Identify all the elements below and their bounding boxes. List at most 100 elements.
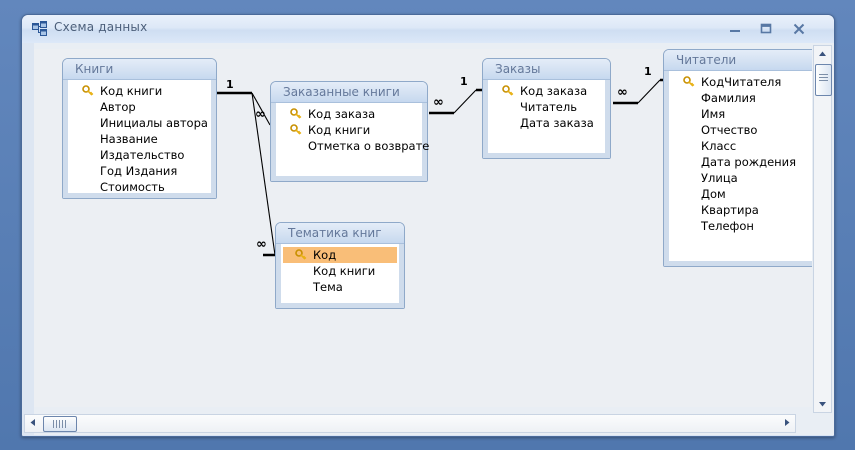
vertical-scroll-thumb[interactable]	[815, 64, 832, 96]
field-label: Издательство	[100, 148, 185, 162]
field-label: Код заказа	[308, 107, 376, 121]
field-row[interactable]: КодЧитателя	[671, 74, 811, 90]
primary-key-icon	[290, 124, 302, 136]
horizontal-scrollbar[interactable]	[24, 414, 796, 433]
canvas-left-strip	[22, 43, 34, 435]
primary-key-icon	[290, 108, 302, 120]
field-row[interactable]: Автор	[70, 99, 209, 115]
table-title-chitateli[interactable]: Читатели	[664, 50, 812, 71]
field-row[interactable]: Читатель	[490, 99, 603, 115]
horizontal-scroll-thumb[interactable]	[43, 416, 77, 432]
field-label: Автор	[100, 100, 136, 114]
field-label: Отметка о возврате	[308, 139, 430, 153]
table-title-tematika-knig[interactable]: Тематика книг	[276, 223, 404, 244]
field-label: Код книги	[313, 264, 376, 278]
field-row[interactable]: Улица	[671, 170, 811, 186]
field-row[interactable]: Год Издания	[70, 163, 209, 179]
close-button[interactable]	[786, 18, 812, 38]
field-row[interactable]: Отчество	[671, 122, 811, 138]
field-label: Название	[100, 132, 158, 146]
field-label: Имя	[701, 107, 726, 121]
field-label: Код книги	[308, 123, 371, 137]
table-box-chitateli[interactable]: Читатели КодЧитателя Фамилия Имя Отчеств…	[663, 49, 812, 267]
scroll-thumb-grip	[53, 420, 66, 428]
field-label: Код книги	[100, 84, 163, 98]
field-label: Инициалы автора	[100, 116, 208, 130]
cardinality-many-zakazannye: ∞	[255, 107, 266, 122]
field-row[interactable]: Код книги	[278, 122, 420, 138]
field-row[interactable]: Дата рождения	[671, 154, 811, 170]
window-title: Схема данных	[54, 20, 148, 34]
field-row[interactable]: Класс	[671, 138, 811, 154]
table-box-zakazannye-knigi[interactable]: Заказанные книги Код заказа	[270, 81, 429, 182]
cardinality-one-chitateli: 1	[644, 65, 652, 78]
table-fields-zakazannye-knigi: Код заказа Код книги Отметка о возврате	[271, 103, 429, 181]
scroll-up-button[interactable]	[814, 46, 831, 63]
cardinality-one-knigi: 1	[226, 78, 234, 91]
table-title-zakazy[interactable]: Заказы	[483, 59, 610, 80]
relationships-window: Схема данных	[21, 14, 835, 437]
field-label: Отчество	[701, 123, 758, 137]
scroll-down-button[interactable]	[814, 395, 831, 412]
field-row[interactable]: Стоимость	[70, 179, 209, 195]
field-row[interactable]: Название	[70, 131, 209, 147]
field-label: Квартира	[701, 203, 759, 217]
field-row[interactable]: Квартира	[671, 202, 811, 218]
scroll-left-button[interactable]	[25, 415, 42, 432]
field-label: Дом	[701, 187, 726, 201]
primary-key-icon	[502, 85, 514, 97]
window-title-bar[interactable]: Схема данных	[22, 15, 834, 44]
table-box-zakazy[interactable]: Заказы Код заказа Читатель Дата заказа	[482, 58, 611, 159]
field-row[interactable]: Телефон	[671, 218, 811, 234]
minimize-button[interactable]	[722, 18, 748, 38]
field-label: Тема	[313, 280, 343, 294]
primary-key-icon	[82, 85, 94, 97]
cardinality-many-zakazannye-2: ∞	[433, 95, 444, 110]
field-row[interactable]: Дом	[671, 186, 811, 202]
field-row[interactable]: Инициалы автора	[70, 115, 209, 131]
field-row[interactable]: Издательство	[70, 147, 209, 163]
field-label: Читатель	[520, 100, 578, 114]
scroll-thumb-grip	[819, 74, 828, 83]
field-row[interactable]: Имя	[671, 106, 811, 122]
field-label: Код заказа	[520, 84, 588, 98]
table-box-tematika-knig[interactable]: Тематика книг Код Код книги Тема	[275, 222, 405, 309]
scroll-right-button[interactable]	[778, 415, 795, 432]
field-label: Дата рождения	[701, 155, 797, 169]
table-title-zakazannye-knigi[interactable]: Заказанные книги	[271, 82, 427, 103]
field-row[interactable]: Отметка о возврате	[278, 138, 429, 154]
maximize-button[interactable]	[753, 18, 779, 38]
field-row[interactable]: Код заказа	[490, 83, 603, 99]
field-row[interactable]: Код книги	[70, 83, 209, 99]
table-fields-knigi: Код книги Автор Инициалы автора Название…	[63, 80, 216, 198]
relationships-canvas[interactable]: 1 ∞ ∞ 1 ∞ 1 ∞ Книги Код книги	[34, 49, 812, 407]
field-row[interactable]: Код книги	[283, 263, 397, 279]
field-row[interactable]: Код заказа	[278, 106, 420, 122]
table-title-knigi[interactable]: Книги	[63, 59, 216, 80]
field-row[interactable]: Дата заказа	[490, 115, 603, 131]
field-label: Фамилия	[701, 91, 756, 105]
table-box-knigi[interactable]: Книги Код книги Автор Инициалы автора На…	[62, 58, 217, 199]
field-label: Год Издания	[100, 164, 178, 178]
table-fields-zakazy: Код заказа Читатель Дата заказа	[483, 80, 610, 158]
relationships-client-area: 1 ∞ ∞ 1 ∞ 1 ∞ Книги Код книги	[22, 43, 834, 435]
primary-key-icon	[295, 249, 307, 261]
field-label: Улица	[701, 171, 738, 185]
cardinality-one-zakazy: 1	[460, 75, 468, 88]
relationships-icon	[32, 21, 48, 37]
field-label: Стоимость	[100, 180, 165, 194]
field-label: КодЧитателя	[701, 75, 782, 89]
table-fields-tematika-knig: Код Код книги Тема	[276, 244, 404, 308]
primary-key-icon	[683, 76, 695, 88]
field-row[interactable]: Фамилия	[671, 90, 811, 106]
field-label: Дата заказа	[520, 116, 594, 130]
field-label: Класс	[701, 139, 737, 153]
cardinality-many-tematika: ∞	[256, 237, 267, 252]
cardinality-many-zakazy: ∞	[617, 85, 628, 100]
vertical-scrollbar[interactable]	[813, 45, 832, 413]
table-fields-chitateli: КодЧитателя Фамилия Имя Отчество Класс Д…	[664, 71, 812, 266]
field-row-selected[interactable]: Код	[283, 247, 397, 263]
field-label: Код	[313, 248, 337, 262]
field-row[interactable]: Тема	[283, 279, 397, 295]
